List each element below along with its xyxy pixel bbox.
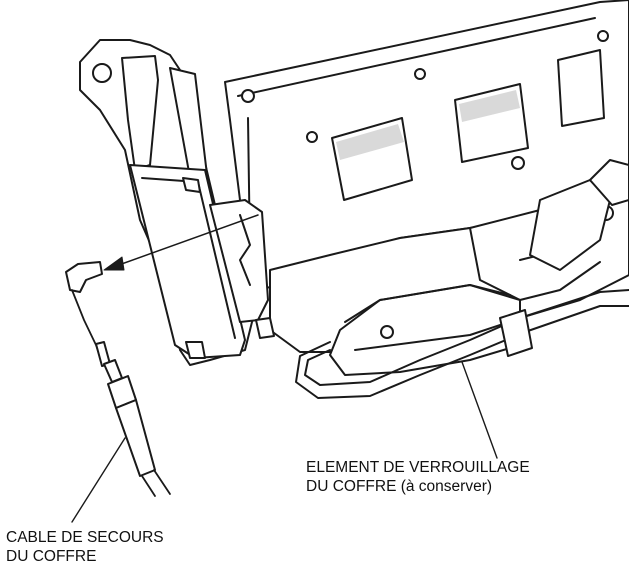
housing-bolt-1: [511, 156, 525, 170]
release-lever: [209, 199, 269, 323]
callout-emergency-cable-line2: DU COFFRE: [6, 548, 97, 565]
latch-cover-slot: [182, 177, 201, 193]
housing-clip: [589, 159, 629, 206]
latch-cover: [129, 164, 246, 359]
frame-hole-top: [92, 63, 112, 83]
disconnect-arrow-line: [115, 214, 259, 267]
plate-hole-2: [306, 131, 318, 143]
latch-element-bolt: [380, 325, 394, 339]
callout-latch-element: ELEMENT DE VERROUILLAGE DU COFFRE (à con…: [306, 458, 530, 496]
callout-latch-element-line1: ELEMENT DE VERROUILLAGE: [306, 459, 530, 476]
release-spring: [239, 214, 251, 286]
cable-end-fitting: [65, 261, 103, 293]
callout-latch-element-line2: DU COFFRE (à conserver): [306, 478, 493, 495]
latch-element-top: [344, 284, 511, 323]
callout-emergency-cable-line1: CABLE DE SECOURS: [6, 529, 164, 546]
rod-loop-outer: [304, 289, 629, 386]
leader-line-element: [461, 361, 498, 459]
latch-cover-foot: [185, 341, 206, 359]
disconnect-arrow-head: [103, 256, 125, 271]
rod-sleeve: [499, 309, 533, 357]
callout-emergency-cable: CABLE DE SECOURS DU COFFRE: [6, 528, 164, 566]
frame-arm: [121, 55, 159, 171]
release-pin: [255, 317, 275, 339]
rod-loop-inner: [295, 305, 629, 399]
plate-window-1-shade: [336, 124, 404, 160]
plate-window-3: [557, 49, 605, 127]
plate-hole-3: [414, 68, 426, 80]
plate-hole-4: [597, 30, 609, 42]
cable-sheath: [115, 399, 156, 477]
cable-sheath-tail: [141, 469, 171, 497]
leader-line-cable: [71, 437, 126, 523]
latch-element-rib: [354, 319, 516, 351]
plate-window-2-shade: [459, 90, 520, 122]
plate-hole-1: [241, 89, 255, 103]
